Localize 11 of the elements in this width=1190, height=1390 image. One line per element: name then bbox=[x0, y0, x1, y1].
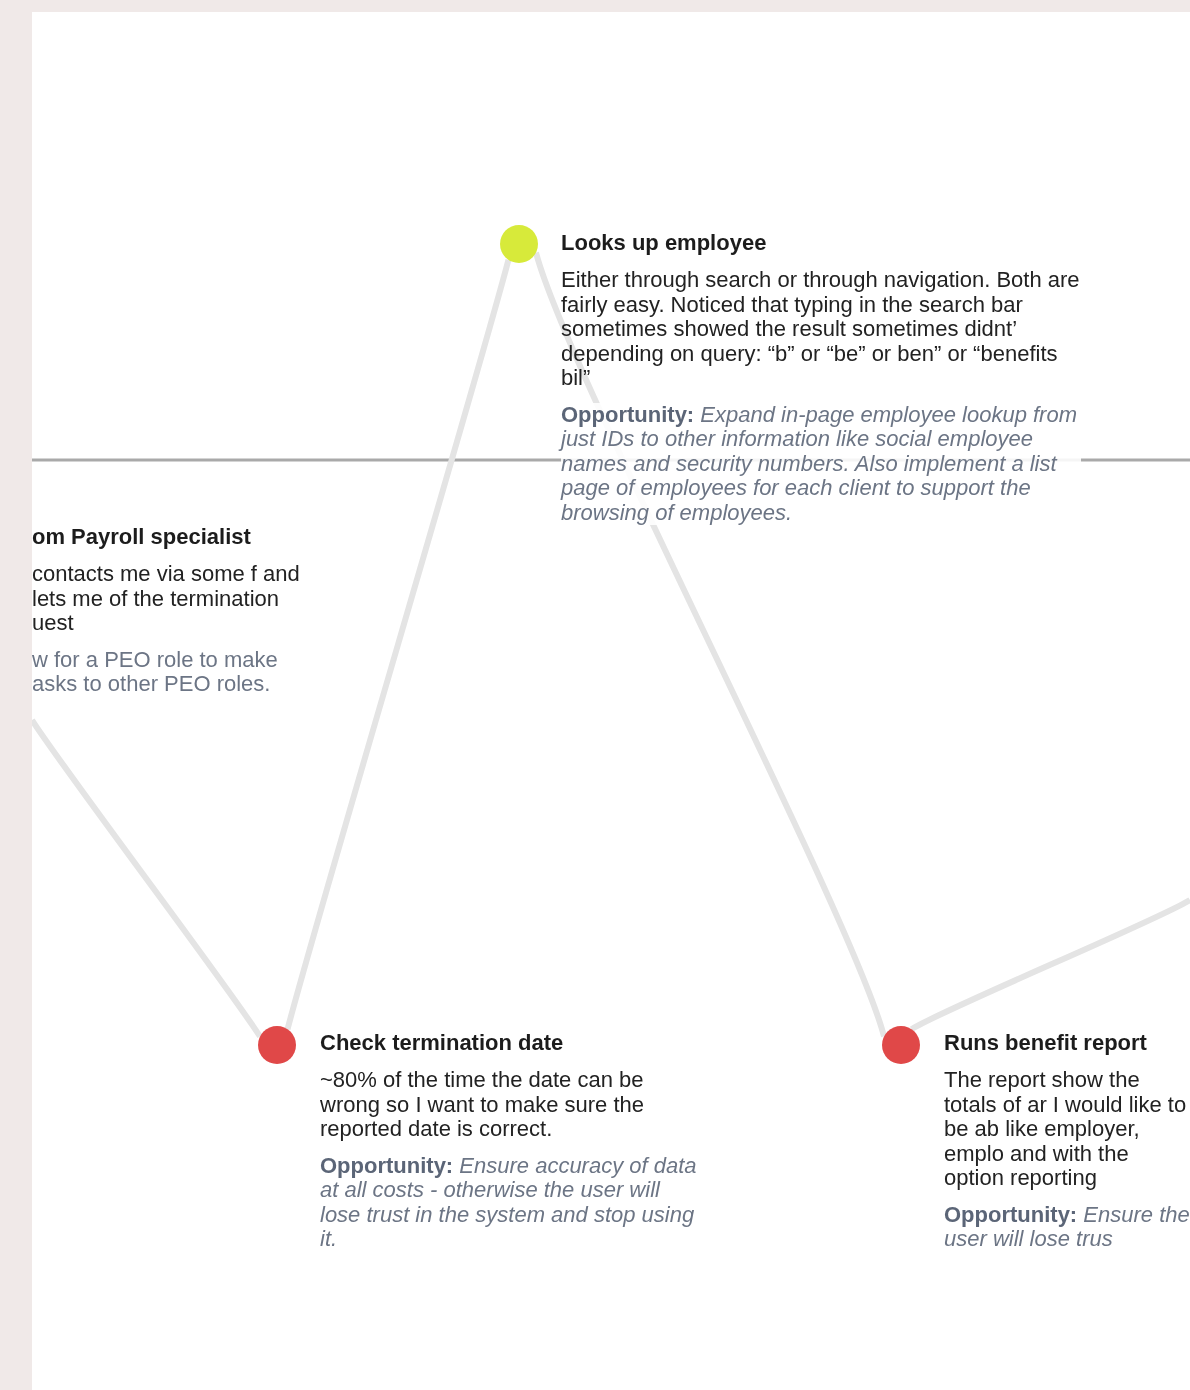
stage-description: ~80% of the time the date can be wrong so I want to make sure the reported date is correct. bbox=[320, 1068, 646, 1142]
journey-line bbox=[284, 259, 512, 1030]
stage-description: The report show the totals of ar I would like to be ab like employer, emplo and with the option reporting bbox=[944, 1068, 1188, 1191]
stage-title: Check termination date bbox=[320, 1030, 565, 1056]
journey-line bbox=[910, 897, 1190, 1032]
stage-title: Looks up employee bbox=[561, 230, 768, 256]
stage-title: om Payroll specialist bbox=[32, 524, 252, 550]
journey-line bbox=[32, 718, 263, 1039]
stage-title: Runs benefit report bbox=[944, 1030, 1148, 1056]
stage-description: contacts me via some f and lets me of the termination uest bbox=[32, 562, 301, 636]
stage-description: Either through search or through navigation. Both are fairly easy. Noticed that typing in the search bar sometimes showed the result sometimes didnt’ depending on query: “b” or “be” or ben” or “benefits bil” bbox=[561, 268, 1081, 391]
